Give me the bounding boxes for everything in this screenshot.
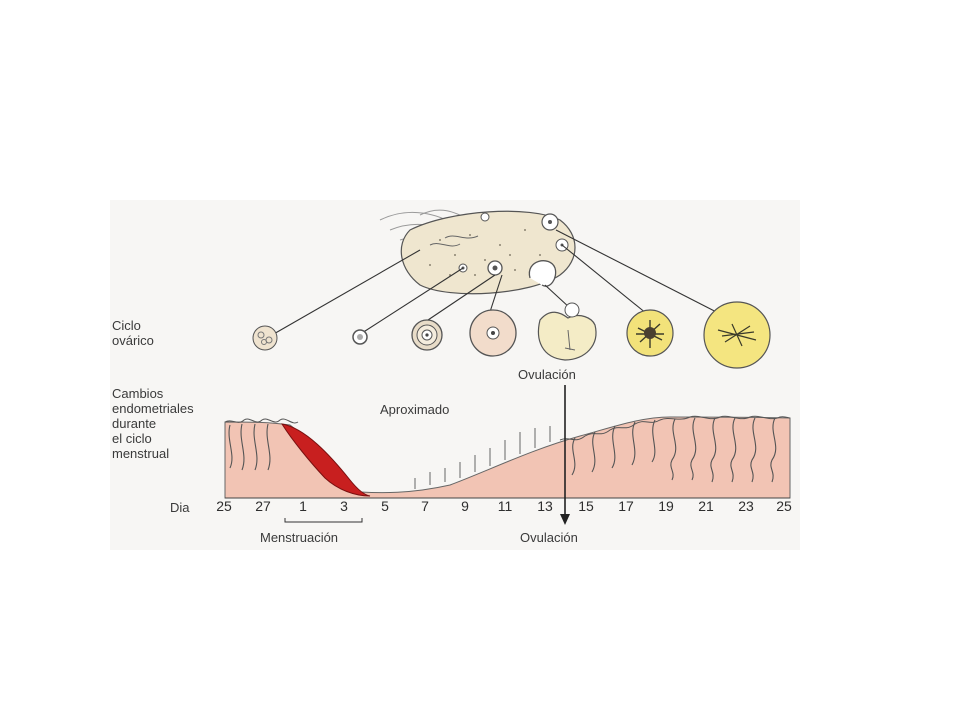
ovulation-bottom-label: Ovulación: [520, 530, 578, 545]
ovarian-cycle-label: Ciclo ovárico: [112, 318, 154, 348]
day-tick: 9: [461, 498, 469, 514]
primordial-follicle: [252, 325, 278, 351]
endometrial-changes-label: Cambios endometriales durante el ciclo m…: [112, 386, 194, 461]
day-tick: 19: [658, 498, 674, 514]
ovulation-arrow: [560, 385, 570, 525]
day-tick: 7: [421, 498, 429, 514]
day-tick: 5: [381, 498, 389, 514]
primary-follicle: [352, 329, 368, 345]
day-tick: 11: [497, 498, 513, 514]
ovulating-follicle: [537, 302, 597, 361]
day-tick: 21: [698, 498, 714, 514]
menstrual-cycle-diagram: Ciclo ovárico Cambios endometriales dura…: [110, 200, 800, 550]
day-tick: 23: [738, 498, 754, 514]
day-tick: 13: [537, 498, 553, 514]
day-tick: 3: [340, 498, 348, 514]
ovulation-top-label: Ovulación: [518, 367, 576, 382]
endometrium: [224, 415, 791, 499]
day-tick: 25: [216, 498, 232, 514]
day-tick: 25: [776, 498, 792, 514]
aproximado-label: Aproximado: [380, 402, 450, 417]
menstruation-label: Menstruación: [260, 530, 339, 545]
diagram-svg: [224, 209, 791, 525]
day-axis-label: Dia: [170, 500, 190, 515]
connector-lines: [271, 229, 733, 336]
growing-follicle: [411, 319, 443, 351]
day-tick: 27: [255, 498, 271, 514]
antral-follicle: [469, 309, 517, 357]
menstruation-bracket: [284, 518, 363, 523]
corpus-luteum: [626, 309, 674, 357]
day-tick: 17: [618, 498, 634, 514]
ovary: [379, 209, 576, 295]
corpus-albicans: [703, 301, 771, 369]
day-tick: 1: [299, 498, 307, 514]
day-tick: 15: [578, 498, 594, 514]
